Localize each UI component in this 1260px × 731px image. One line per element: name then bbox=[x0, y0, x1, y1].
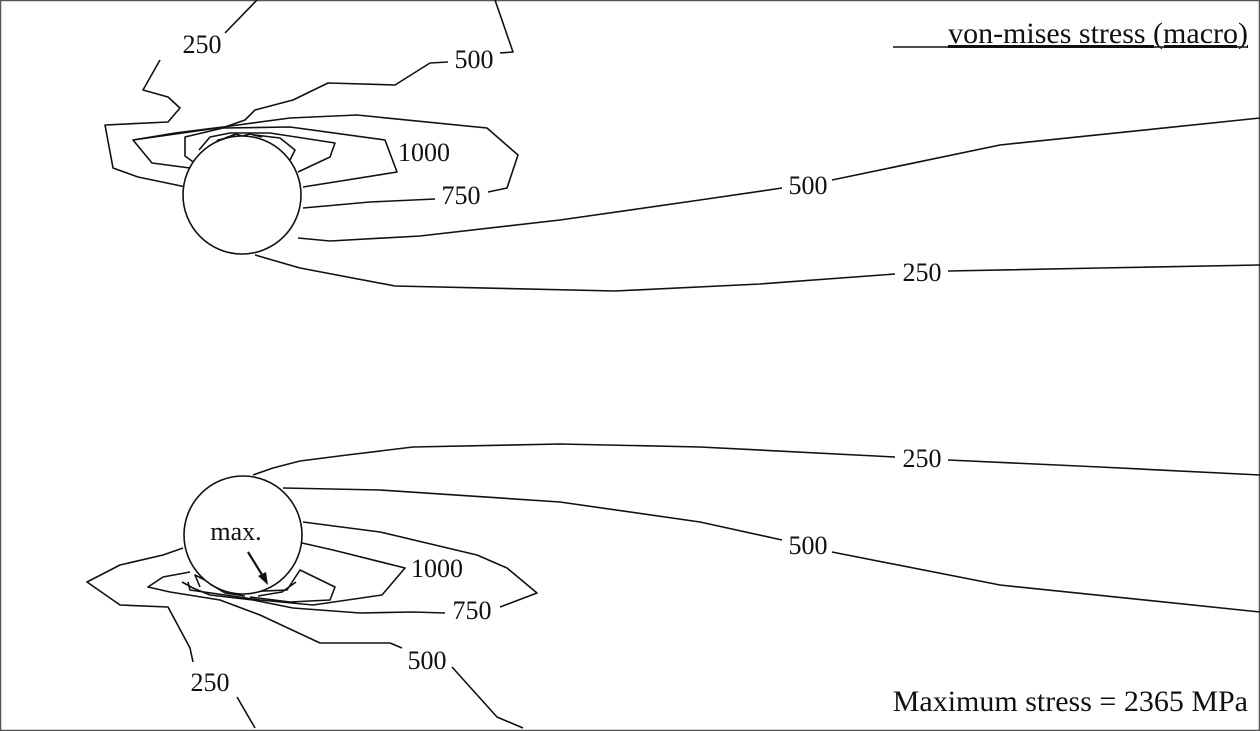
max-marker-label: max. bbox=[210, 517, 261, 546]
contour-1000-top bbox=[184, 126, 398, 188]
contour-250-bottom-lower-end bbox=[236, 696, 256, 729]
contour-250-top-right-end bbox=[947, 264, 1260, 272]
max-arrow-head-icon bbox=[258, 572, 268, 585]
label-1000-top: 1000 bbox=[398, 138, 450, 167]
contour-500-bottom-lower bbox=[147, 571, 403, 649]
label-750-top: 750 bbox=[442, 181, 481, 210]
top-inclusion-contours bbox=[104, 0, 1260, 292]
contour-500-top-loop bbox=[132, 61, 449, 169]
contour-750-top bbox=[302, 198, 436, 209]
contour-500-top-right-end bbox=[831, 117, 1260, 181]
label-1000-bottom: 1000 bbox=[411, 554, 463, 583]
contour-750-bottom bbox=[302, 521, 538, 608]
contour-750-bottom-loop bbox=[181, 581, 446, 614]
label-500-top-right: 500 bbox=[789, 171, 828, 200]
contour-250-top-left bbox=[104, 59, 187, 188]
contour-250-top-upper bbox=[224, 0, 258, 34]
label-500-bottom-right: 500 bbox=[789, 531, 828, 560]
contour-250-bottom-upper-end bbox=[947, 459, 1260, 476]
max-arrow-shaft bbox=[247, 551, 265, 579]
contour-750-top-loop bbox=[132, 114, 519, 193]
contour-500-bottom-upper bbox=[282, 487, 783, 541]
label-500-bottom-lower: 500 bbox=[408, 646, 447, 675]
contour-inner-bottom bbox=[194, 569, 336, 603]
bottom-inclusion-contours bbox=[86, 443, 1260, 729]
label-750-bottom: 750 bbox=[453, 596, 492, 625]
label-250-bottom-lower: 250 bbox=[191, 668, 230, 697]
label-250-top-upper: 250 bbox=[183, 30, 222, 59]
diagram-title: von-mises stress (macro) bbox=[948, 17, 1248, 50]
top-inclusion-circle bbox=[182, 135, 302, 255]
contour-500-top-upper bbox=[494, 0, 514, 54]
bottom-inclusion-circle bbox=[183, 475, 303, 595]
contour-250-top-right bbox=[254, 254, 896, 292]
label-500-top-upper: 500 bbox=[455, 45, 494, 74]
contour-500-bottom-upper-end bbox=[831, 551, 1260, 613]
contour-inner-bottom-3 bbox=[257, 581, 297, 597]
contour-250-bottom-lower bbox=[86, 547, 194, 663]
label-250-bottom-right: 250 bbox=[903, 444, 942, 473]
contour-500-bottom-lower-end bbox=[451, 666, 524, 729]
contour-250-bottom-upper bbox=[252, 443, 896, 476]
maximum-stress-note: Maximum stress = 2365 MPa bbox=[893, 685, 1248, 718]
contour-inner-top-3 bbox=[254, 134, 296, 161]
label-250-top-right: 250 bbox=[903, 258, 942, 287]
contour-500-top-right bbox=[297, 187, 783, 242]
contour-1000-bottom bbox=[187, 542, 406, 606]
contour-inner-top bbox=[198, 132, 336, 173]
